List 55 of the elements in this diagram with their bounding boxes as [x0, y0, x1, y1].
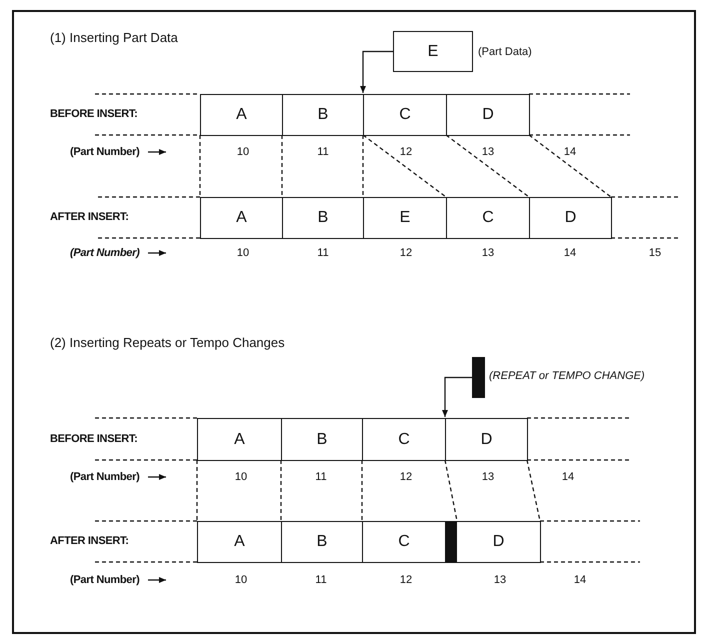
part-cell: A: [197, 418, 282, 461]
part-number: 10: [234, 471, 248, 483]
part-cell: E: [363, 197, 447, 239]
part-number: 11: [317, 247, 329, 259]
part-cell: B: [282, 197, 364, 239]
part-number: 10: [236, 146, 250, 158]
insert-marker-bar: [472, 357, 485, 398]
row-label: AFTER INSERT:: [50, 535, 129, 547]
part-number: 12: [400, 471, 412, 483]
part-number: 14: [562, 471, 574, 483]
part-number: 12: [400, 247, 412, 259]
part-number: 13: [482, 247, 494, 259]
row-label: BEFORE INSERT:: [50, 108, 138, 120]
annotation-text: (Part Data): [478, 46, 532, 58]
part-number: 13: [494, 574, 506, 586]
part-cell: C: [362, 418, 446, 461]
part-number: 10: [236, 247, 250, 259]
part-data-box: E: [393, 31, 473, 72]
part-number-label: (Part Number): [70, 247, 140, 259]
part-number: 10: [234, 574, 248, 586]
part-cell: D: [445, 418, 528, 461]
part-number: 11: [315, 574, 327, 586]
part-cell: A: [197, 521, 282, 563]
part-number: 12: [400, 574, 412, 586]
annotation-text: (REPEAT or TEMPO CHANGE): [489, 370, 645, 382]
part-cell: C: [362, 521, 446, 563]
part-cell: B: [281, 418, 363, 461]
part-number: 14: [564, 247, 576, 259]
row-label: AFTER INSERT:: [50, 211, 129, 223]
part-cell: A: [200, 94, 283, 136]
part-cell: B: [282, 94, 364, 136]
part-number: 12: [400, 146, 412, 158]
part-cell: D: [529, 197, 612, 239]
part-cell: D: [446, 94, 530, 136]
part-cell: B: [281, 521, 363, 563]
part-number: 14: [564, 146, 576, 158]
section-heading: (1) Inserting Part Data: [50, 30, 178, 45]
part-number: 15: [648, 247, 662, 259]
arrow: [360, 50, 393, 93]
part-number-label: (Part Number): [70, 574, 140, 586]
part-number: 13: [482, 146, 494, 158]
part-cell: C: [446, 197, 530, 239]
part-cell: C: [363, 94, 447, 136]
part-number: 11: [315, 471, 327, 483]
part-number: 14: [574, 574, 586, 586]
row-label: BEFORE INSERT:: [50, 433, 138, 445]
section-heading: (2) Inserting Repeats or Tempo Changes: [50, 335, 285, 350]
part-number-label: (Part Number): [70, 471, 140, 483]
part-number-label: (Part Number): [70, 146, 140, 158]
part-cell: A: [200, 197, 283, 239]
part-number: 11: [317, 146, 329, 158]
part-number: 13: [482, 471, 494, 483]
part-cell: D: [456, 521, 541, 563]
insert-marker-bar: [445, 521, 457, 563]
arrow: [442, 376, 472, 417]
